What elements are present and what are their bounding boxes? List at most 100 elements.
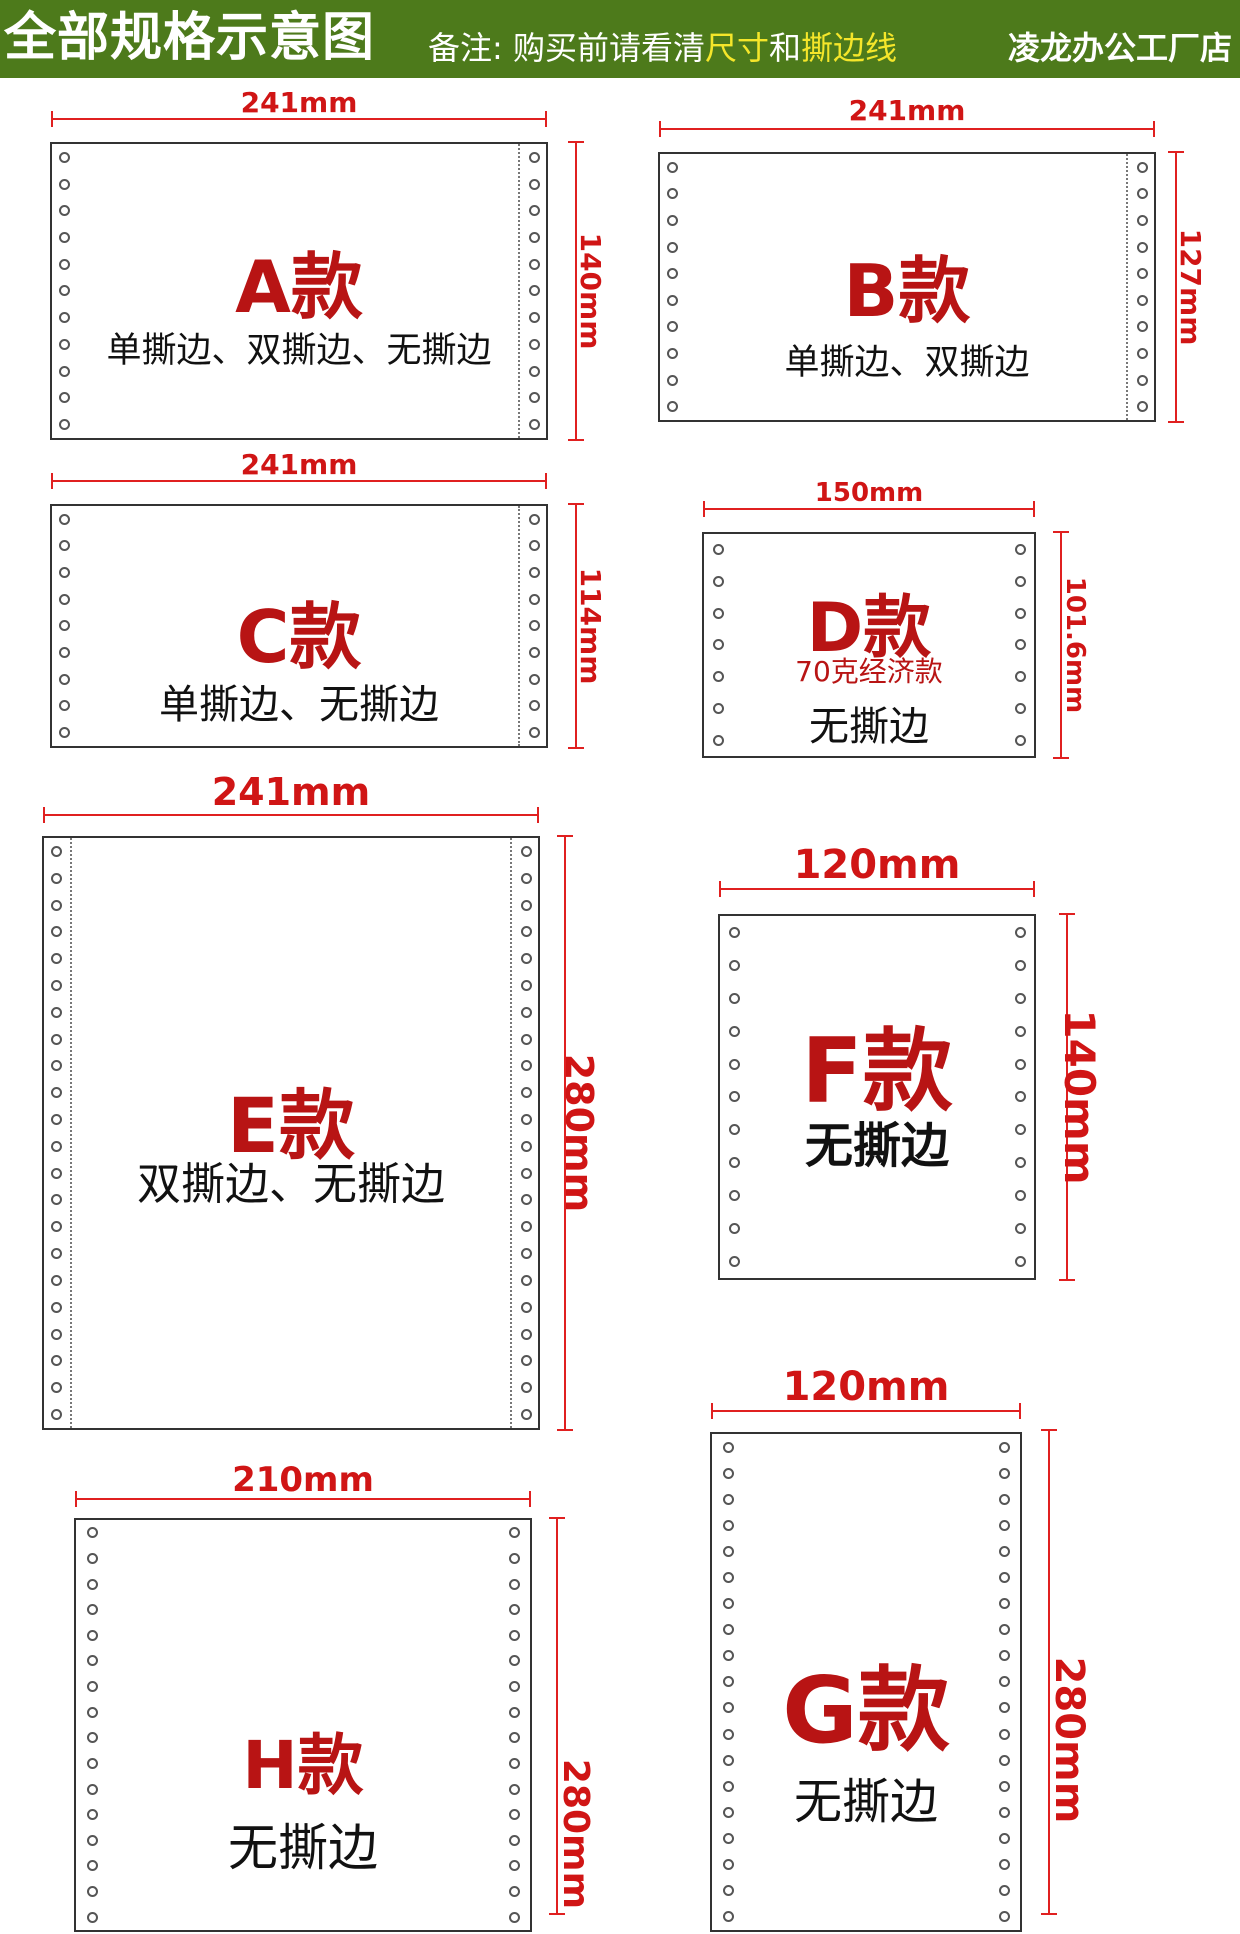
feed-hole-icon xyxy=(666,294,678,306)
feed-hole-icon xyxy=(722,1806,734,1818)
model-name: E款 xyxy=(227,1081,355,1170)
feed-hole-icon xyxy=(712,734,724,746)
feed-hole-icon xyxy=(666,374,678,386)
paper-sheet xyxy=(710,1432,1022,1932)
feed-hole-icon xyxy=(58,673,70,685)
feed-hole-icon xyxy=(520,1114,532,1126)
feed-hole-icon xyxy=(50,1248,62,1260)
feed-hole-icon xyxy=(1136,241,1148,253)
feed-hole-icon xyxy=(58,285,70,297)
feed-hole-icon xyxy=(728,926,740,938)
feed-hole-icon xyxy=(50,926,62,938)
right-feed-holes xyxy=(516,838,536,1428)
feed-hole-icon xyxy=(666,401,678,413)
width-label: 241mm xyxy=(240,86,358,119)
right-feed-holes xyxy=(524,506,544,746)
feed-hole-icon xyxy=(58,258,70,270)
feed-hole-icon xyxy=(998,1650,1010,1662)
height-label: 127mm xyxy=(1174,228,1207,346)
feed-hole-icon xyxy=(1014,734,1026,746)
feed-hole-icon xyxy=(528,365,540,377)
note-size: 尺寸 xyxy=(704,29,769,67)
feed-hole-icon xyxy=(520,1328,532,1340)
left-feed-holes xyxy=(82,1520,102,1930)
feed-hole-icon xyxy=(1136,321,1148,333)
feed-hole-icon xyxy=(86,1629,98,1641)
feed-hole-icon xyxy=(50,1408,62,1420)
right-feed-holes xyxy=(504,1520,524,1930)
economy-label: 70克经济款 xyxy=(795,655,943,688)
feed-hole-icon xyxy=(998,1676,1010,1688)
feed-hole-icon xyxy=(520,1194,532,1206)
tear-types: 单撕边、无撕边 xyxy=(159,682,439,728)
feed-hole-icon xyxy=(998,1572,1010,1584)
width-dimension-line xyxy=(703,501,1035,517)
feed-hole-icon xyxy=(722,1441,734,1453)
width-dimension-line xyxy=(43,807,539,823)
feed-hole-icon xyxy=(998,1754,1010,1766)
model-name: B款 xyxy=(843,249,971,333)
feed-hole-icon xyxy=(1014,576,1026,588)
model-name: H款 xyxy=(242,1727,364,1804)
width-dimension-line xyxy=(711,1403,1021,1419)
perforation-line xyxy=(518,506,520,746)
feed-hole-icon xyxy=(728,1256,740,1268)
width-label: 120mm xyxy=(793,842,961,888)
feed-hole-icon xyxy=(86,1732,98,1744)
tear-types: 无撕边 xyxy=(228,1819,378,1877)
feed-hole-icon xyxy=(86,1552,98,1564)
height-dimension-line xyxy=(557,835,573,1431)
feed-hole-icon xyxy=(528,673,540,685)
feed-hole-icon xyxy=(508,1681,520,1693)
feed-hole-icon xyxy=(528,540,540,552)
note-and: 和 xyxy=(768,29,801,67)
feed-hole-icon xyxy=(722,1885,734,1897)
feed-hole-icon xyxy=(520,1274,532,1286)
feed-hole-icon xyxy=(722,1650,734,1662)
feed-hole-icon xyxy=(528,151,540,163)
feed-hole-icon xyxy=(1014,1091,1026,1103)
perforation-line xyxy=(518,144,520,438)
feed-hole-icon xyxy=(666,188,678,200)
feed-hole-icon xyxy=(528,338,540,350)
feed-hole-icon xyxy=(58,312,70,324)
feed-hole-icon xyxy=(86,1706,98,1718)
feed-hole-icon xyxy=(50,1114,62,1126)
feed-hole-icon xyxy=(50,899,62,911)
width-label: 241mm xyxy=(211,770,371,814)
tear-types: 无撕边 xyxy=(793,1774,938,1830)
feed-hole-icon xyxy=(86,1604,98,1616)
height-label: 280mm xyxy=(557,1053,601,1213)
feed-hole-icon xyxy=(520,872,532,884)
feed-hole-icon xyxy=(528,419,540,431)
feed-hole-icon xyxy=(508,1809,520,1821)
feed-hole-icon xyxy=(712,639,724,651)
feed-hole-icon xyxy=(722,1519,734,1531)
feed-hole-icon xyxy=(728,1190,740,1202)
feed-hole-icon xyxy=(528,258,540,270)
right-feed-holes xyxy=(1010,916,1030,1278)
height-label: 280mm xyxy=(1046,1656,1092,1824)
feed-hole-icon xyxy=(1136,294,1148,306)
feed-hole-icon xyxy=(998,1832,1010,1844)
feed-hole-icon xyxy=(1136,268,1148,280)
height-label: 280mm xyxy=(555,1758,596,1910)
feed-hole-icon xyxy=(508,1860,520,1872)
feed-hole-icon xyxy=(528,392,540,404)
left-feed-holes xyxy=(708,534,728,756)
tear-types: 无撕边 xyxy=(804,1118,949,1174)
feed-hole-icon xyxy=(722,1676,734,1688)
feed-hole-icon xyxy=(86,1757,98,1769)
width-label: 210mm xyxy=(232,1460,374,1500)
feed-hole-icon xyxy=(728,1058,740,1070)
feed-hole-icon xyxy=(1014,671,1026,683)
header-note: 备注: 购买前请看清尺寸和撕边线 xyxy=(428,28,897,68)
paper-sheet xyxy=(718,914,1036,1280)
feed-hole-icon xyxy=(528,178,540,190)
right-feed-holes xyxy=(1010,534,1030,756)
feed-hole-icon xyxy=(520,899,532,911)
feed-hole-icon xyxy=(50,1382,62,1394)
height-dimension-line xyxy=(1059,913,1075,1281)
feed-hole-icon xyxy=(722,1624,734,1636)
shop-name: 凌龙办公工厂店 xyxy=(1007,29,1232,67)
